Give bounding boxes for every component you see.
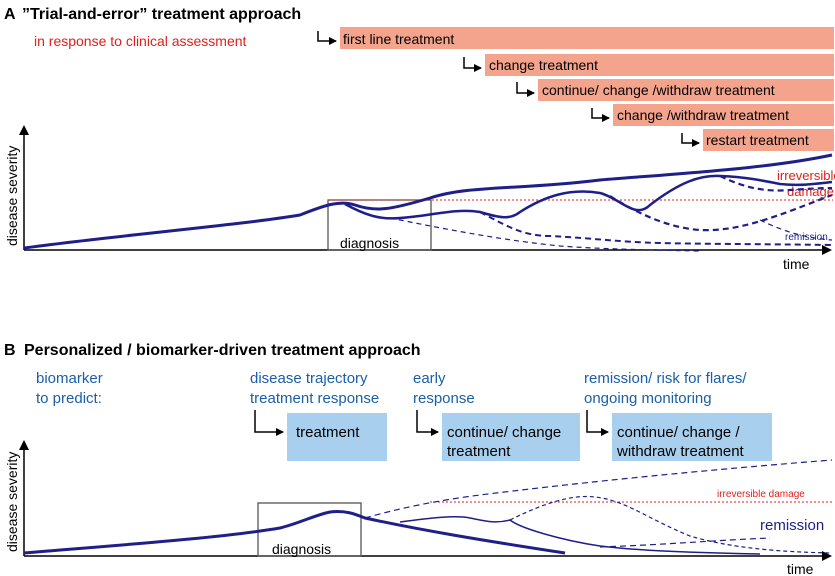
continue-change-box-line1: continue/ change [447, 424, 561, 441]
step-bar-change-withdraw [613, 104, 834, 126]
x-axis-label-a: time [783, 256, 810, 272]
col3-line1: remission/ risk for flares/ [584, 370, 747, 387]
y-axis-label-a: disease severity [4, 146, 20, 246]
col2-line1: early [413, 370, 446, 387]
panel-b-title: Personalized / biomarker-driven treatmen… [24, 342, 421, 359]
curves-a [23, 153, 833, 252]
axes-b [19, 440, 832, 561]
step-bar-change [485, 54, 834, 76]
treatment-box-label: treatment [296, 424, 360, 441]
step-arrows-b [254, 410, 609, 436]
dashed-rising-b [364, 459, 833, 519]
early-response-curve-b [399, 516, 761, 555]
step-label-change-withdraw: change /withdraw treatment [617, 107, 789, 123]
panel-b-letter: B [4, 342, 16, 359]
diagnosis-label-a: diagnosis [340, 235, 399, 251]
baseline-trajectory-b [23, 510, 566, 555]
irreversible-damage-label-b: irreversible damage [717, 489, 805, 500]
clinical-assessment-label: in response to clinical assessment [34, 33, 247, 49]
diagnosis-box-a [327, 199, 432, 251]
continue-change-box-line2: treatment [447, 443, 511, 460]
step-label-continue-change-withdraw: continue/ change /withdraw treatment [542, 82, 775, 98]
y-axis-label-b: disease severity [4, 452, 20, 552]
continue-change-withdraw-box [612, 413, 772, 461]
col2-line2: response [413, 390, 475, 407]
diagnosis-box-b [257, 502, 362, 557]
remission-label-b: remission [760, 517, 824, 534]
biomarker-line2: to predict: [36, 390, 102, 407]
dashed-branch-4-a [719, 175, 833, 192]
continue-change-withdraw-box-line1: continue/ change / [617, 424, 740, 441]
treatment-box [287, 413, 387, 461]
col1-line1: disease trajectory [250, 370, 368, 387]
dashed-branch-5-a [759, 219, 833, 241]
remission-label-a: remission [785, 232, 828, 243]
step-arrows-a [317, 31, 700, 147]
flare-curve-b [509, 495, 833, 554]
untreated-trajectory-a [23, 153, 833, 250]
panel-a-letter: A [4, 6, 16, 23]
biomarker-line1: biomarker [36, 370, 103, 387]
step-bar-restart [703, 129, 834, 151]
damage-label-a: damage [787, 184, 834, 199]
continue-change-box [442, 413, 580, 461]
step-label-first-line: first line treatment [343, 31, 454, 47]
dashed-branch-3-a [609, 193, 833, 232]
irreversible-label-a: irreversible [777, 168, 835, 183]
step-bar-continue-change-withdraw [538, 79, 834, 101]
step-label-restart: restart treatment [706, 132, 809, 148]
step-label-change: change treatment [489, 57, 598, 73]
panel-a-title: ”Trial-and-error” treatment approach [22, 6, 301, 23]
dashed-branch-1-a [389, 217, 701, 252]
x-axis-label-b: time [787, 561, 814, 576]
step-bar-first-line [340, 27, 834, 49]
treated-trajectory-a [344, 174, 833, 220]
col3-line2: ongoing monitoring [584, 390, 712, 407]
col1-line2: treatment response [250, 390, 379, 407]
diagnosis-label-b: diagnosis [272, 541, 331, 557]
dashed-low-b [599, 537, 771, 548]
dashed-branch-2-a [479, 211, 833, 246]
continue-change-withdraw-box-line2: withdraw treatment [616, 443, 745, 460]
curves-b [23, 459, 833, 555]
